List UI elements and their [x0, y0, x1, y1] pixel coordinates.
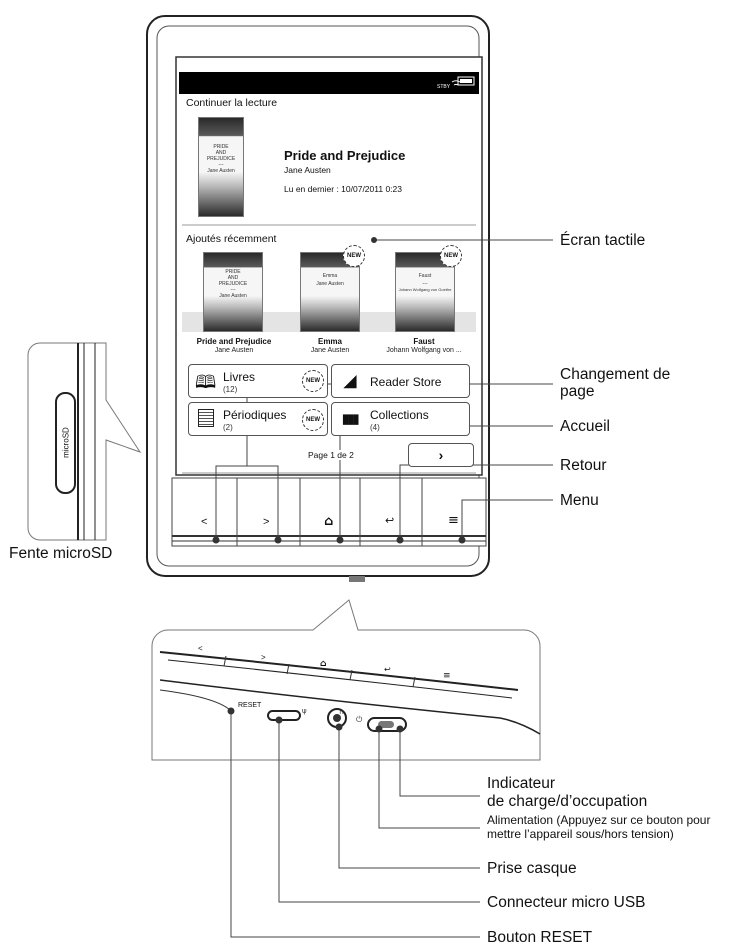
microsd-inset — [27, 342, 142, 541]
cover-line: Jane Austen — [219, 293, 247, 299]
label-indicator-1: Indicateur — [487, 775, 556, 792]
detail-menu-mark: ≡ — [443, 671, 451, 681]
reset-print: RESET — [238, 702, 262, 709]
label-power-1: Alimentation (Appuyez sur ce bouton pour — [487, 813, 711, 827]
cover-line: PREJUDICE — [206, 156, 236, 162]
tile-books-label: Livres — [223, 370, 256, 384]
cover-line: Faust — [418, 273, 432, 279]
label-menu: Menu — [560, 492, 599, 509]
detail-next-mark: > — [261, 653, 266, 662]
current-book-cover[interactable]: PRIDE AND PREJUDICE --- Jane Austen — [198, 117, 244, 217]
store-icon: ◢ — [344, 373, 357, 390]
hw-menu-button[interactable]: ≡ — [448, 513, 459, 528]
detail-prev-mark: < — [198, 644, 203, 653]
tile-collections[interactable]: ▮▮▮ Collections (4) — [331, 402, 470, 436]
recent-book-title[interactable]: Faust — [413, 337, 435, 346]
tile-store-label: Reader Store — [370, 375, 442, 389]
cover-line: PREJUDICE — [218, 281, 248, 287]
cover-line: Jane Austen — [316, 281, 344, 287]
label-power-2: mettre l’appareil sous/hors tension) — [487, 827, 674, 841]
hw-next-button[interactable]: > — [263, 516, 270, 528]
next-page-button[interactable]: › — [408, 443, 474, 467]
cover-line: AND — [215, 150, 227, 156]
cover-line: PRIDE — [213, 144, 229, 150]
book-icon: 🕮 — [195, 372, 217, 393]
new-badge: NEW — [440, 245, 462, 267]
tile-collections-count: (4) — [370, 423, 380, 432]
tile-books-count: (12) — [223, 385, 238, 394]
hw-home-button[interactable]: ⌂ — [324, 514, 334, 529]
svg-text:⏻: ⏻ — [356, 715, 363, 724]
recent-book-author: Jane Austen — [310, 347, 350, 354]
tile-reader-store[interactable]: ◢ Reader Store — [331, 364, 470, 398]
recent-book-title[interactable]: Emma — [317, 337, 342, 346]
svg-text:∩: ∩ — [339, 708, 344, 716]
hw-back-button[interactable]: ↩ — [385, 514, 395, 527]
status-bar — [179, 72, 479, 94]
page-indicator: Page 1 de 2 — [306, 450, 356, 460]
label-home: Accueil — [560, 418, 610, 435]
recent-book-author: Jane Austen — [214, 347, 254, 354]
recent-book-cover[interactable]: PRIDE AND PREJUDICE --- Jane Austen — [203, 252, 263, 332]
label-headphone: Prise casque — [487, 860, 577, 877]
continue-reading-heading: Continuer la lecture — [186, 97, 278, 109]
label-indicator-2: de charge/d’occupation — [487, 793, 648, 810]
label-microsd-slot: Fente microSD — [9, 545, 113, 562]
microsd-print: microSD — [61, 427, 71, 458]
label-reset-button: Bouton RESET — [487, 929, 593, 946]
new-badge: NEW — [302, 370, 324, 392]
status-stby: STBY — [437, 84, 451, 90]
current-book-title[interactable]: Pride and Prejudice — [284, 148, 406, 163]
tile-collections-label: Collections — [370, 408, 429, 422]
new-badge: NEW — [302, 409, 324, 431]
last-read-date: Lu en dernier : 10/07/2011 0:23 — [284, 184, 402, 194]
label-usb: Connecteur micro USB — [487, 894, 646, 911]
recently-added-heading: Ajoutés récemment — [186, 233, 277, 245]
label-touchscreen: Écran tactile — [560, 232, 646, 249]
cover-line: AND — [227, 275, 239, 281]
cover-line: Johann Wolfgang von Goethe — [398, 287, 452, 292]
hw-prev-button[interactable]: < — [201, 516, 208, 528]
detail-back-mark: ↩ — [384, 665, 391, 674]
microsd-slot — [55, 392, 76, 494]
label-back: Retour — [560, 457, 607, 474]
periodicals-icon — [198, 409, 214, 427]
detail-home-mark: ⌂ — [320, 659, 327, 669]
usb-port — [267, 710, 301, 721]
cover-line: --- — [218, 162, 224, 168]
new-badge: NEW — [343, 245, 365, 267]
cover-line: Emma — [322, 273, 338, 279]
cover-line: PRIDE — [225, 269, 241, 275]
cover-line: --- — [422, 281, 428, 287]
hw-button-strip — [171, 477, 487, 547]
recent-book-author: Johann Wolfgang von ... — [386, 347, 462, 354]
label-page-turn-1: Changement de — [560, 366, 671, 383]
tile-books[interactable]: 🕮 Livres (12) NEW — [188, 364, 328, 398]
battery-icon — [457, 76, 475, 86]
current-book-author: Jane Austen — [284, 165, 331, 175]
recent-book-title[interactable]: Pride and Prejudice — [196, 337, 272, 346]
label-page-turn-2: page — [560, 383, 595, 400]
tile-periodicals-count: (2) — [223, 423, 233, 432]
cover-line: Jane Austen — [207, 168, 235, 174]
bottom-detail-inset: ∩ ⏻ ψ — [151, 599, 541, 761]
tile-periodicals-label: Périodiques — [223, 408, 287, 422]
cover-line: --- — [230, 287, 236, 293]
svg-text:ψ: ψ — [302, 707, 307, 715]
collections-icon: ▮▮▮ — [342, 411, 360, 426]
tile-periodicals[interactable]: Périodiques (2) NEW — [188, 402, 328, 436]
